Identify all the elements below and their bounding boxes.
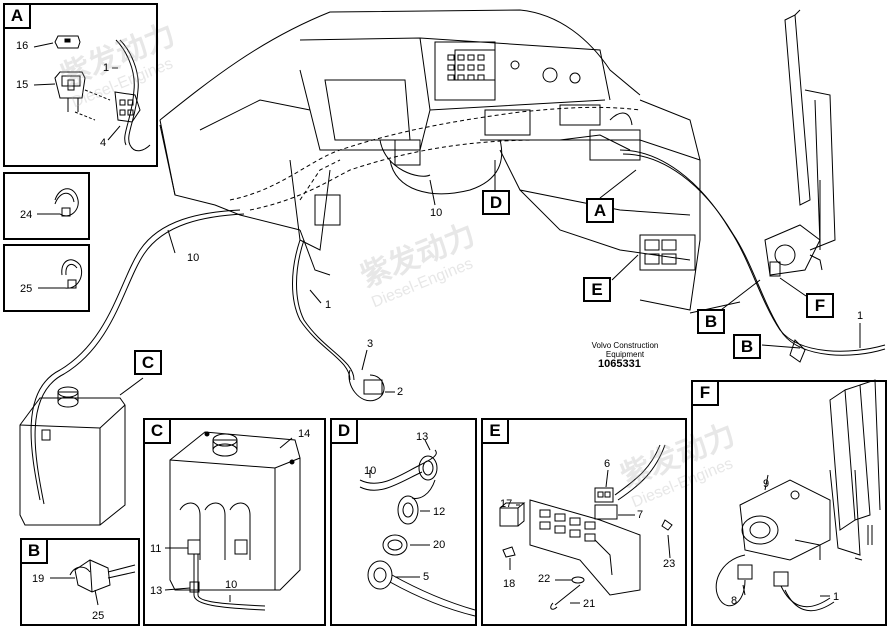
label-25: 25 [92,610,105,622]
wiper-assembly [764,9,836,277]
panel-e-tag: E [483,420,509,444]
label-24: 24 [20,209,33,221]
panel-c: C [143,418,326,626]
callout-b-lower: B [733,334,761,359]
panel-a: A [3,3,158,167]
label-11: 11 [150,543,162,555]
label-13: 13 [150,585,163,597]
panel-d-illustration [359,439,476,617]
label-3: 3 [367,338,374,350]
label-1: 1 [833,591,840,603]
panel-e-illustration [499,444,673,610]
label-19: 19 [32,573,45,585]
label-1: 1 [103,62,110,74]
label-18: 18 [503,578,516,590]
document-number: 1065331 [598,358,641,370]
panel-d: D [330,418,477,626]
label-10: 10 [430,207,443,219]
label-6: 6 [604,458,611,470]
callout-c: C [134,350,162,375]
panel-e: E [481,418,687,626]
cable-tie-25-illustration [38,259,83,289]
label-2: 2 [397,386,404,398]
panel-c-illustration [164,431,301,611]
callout-f: F [806,293,834,318]
label-17: 17 [500,498,513,510]
panel-f-illustration [715,379,881,612]
cable-tie-24-illustration [37,188,79,217]
panel-b-tag: B [22,540,48,564]
label-12: 12 [433,506,446,518]
label-1: 1 [857,310,864,322]
panel-f: F [691,380,887,626]
callout-e: E [583,277,611,302]
callout-d: D [482,190,510,215]
panel-c-tag: C [145,420,171,444]
panel-b: B [20,538,140,626]
label-15: 15 [16,79,29,91]
callout-a: A [586,198,614,223]
dashboard-illustration [159,9,701,311]
wire-1-main [292,239,351,381]
panel-cable-tie-25 [3,244,90,312]
panel-cable-tie-24 [3,172,90,240]
callout-b-upper: B [697,309,725,334]
label-10: 10 [187,252,200,264]
label-21: 21 [583,598,596,610]
label-13: 13 [416,431,429,443]
panel-a-illustration [33,35,151,152]
label-20: 20 [433,539,446,551]
label-8: 8 [731,595,738,607]
panel-f-tag: F [693,382,719,406]
label-7: 7 [637,509,644,521]
washer-tank-main [19,386,126,526]
label-10: 10 [364,465,377,477]
wire-10-main [30,209,241,501]
label-14: 14 [298,428,311,440]
panel-d-tag: D [332,420,358,444]
label-22: 22 [538,573,551,585]
label-4: 4 [100,137,107,149]
label-10: 10 [225,579,238,591]
label-23: 23 [663,558,676,570]
label-16: 16 [16,40,29,52]
label-5: 5 [423,571,430,583]
label-25: 25 [20,283,33,295]
panel-a-tag: A [5,5,31,29]
label-9: 9 [763,478,770,490]
label-1: 1 [325,299,332,311]
panel-b-illustration [50,559,136,606]
